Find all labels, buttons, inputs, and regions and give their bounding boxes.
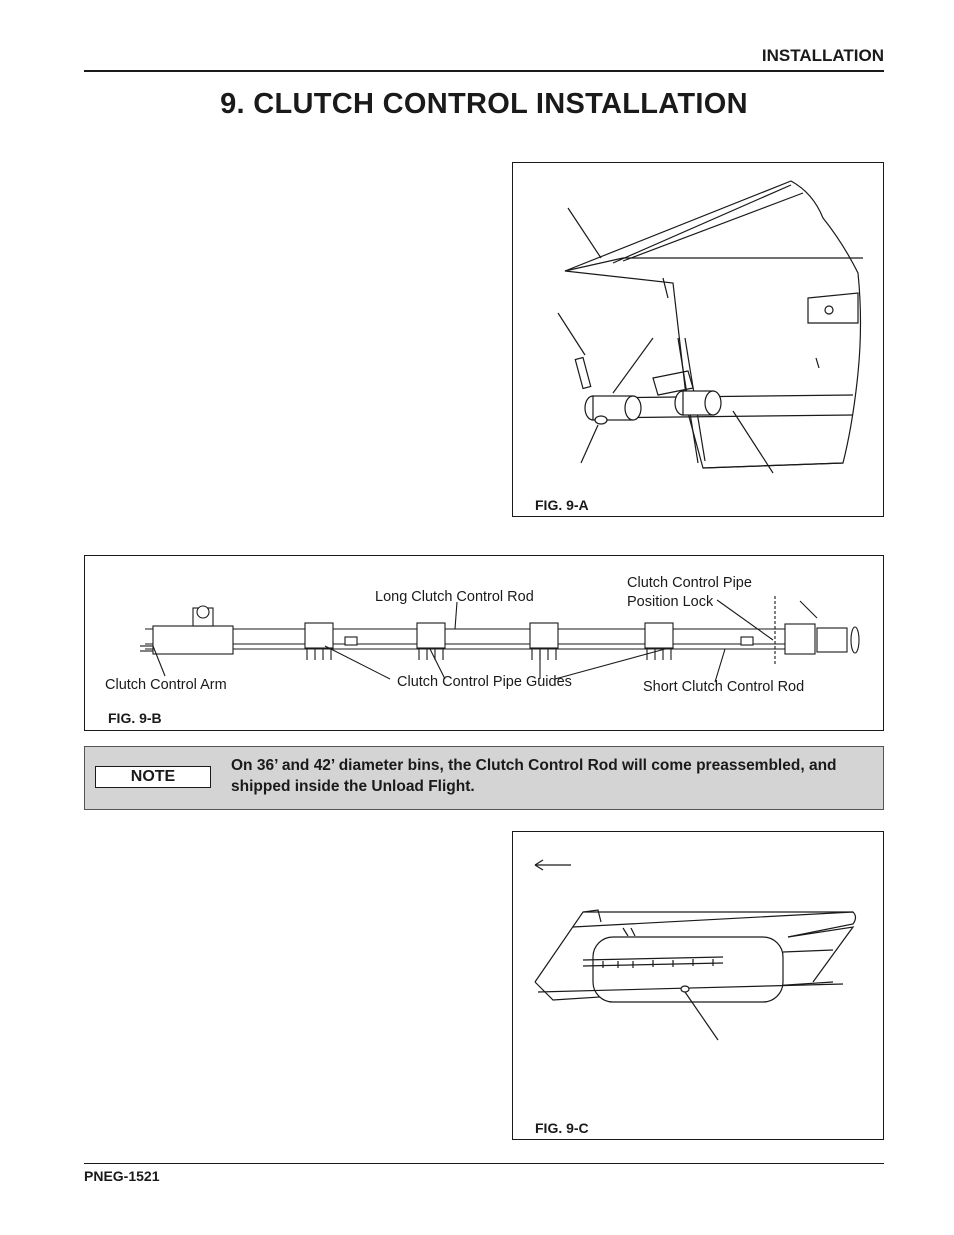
figure-9b-illustration [140, 596, 860, 683]
note-text: On 36’ and 42’ diameter bins, the Clutch… [231, 757, 837, 795]
label-pipe-position-lock-line1: Clutch Control Pipe [627, 575, 752, 591]
figure-9a: FIG. 9-A [512, 162, 884, 517]
figure-9b: Long Clutch Control Rod Clutch Control P… [84, 555, 884, 731]
figure-9a-caption: FIG. 9-A [535, 497, 589, 513]
label-long-clutch-control-rod: Long Clutch Control Rod [375, 589, 534, 605]
note-box: NOTE On 36’ and 42’ diameter bins, the C… [84, 746, 884, 810]
figure-9c-illustration [534, 859, 857, 1041]
note-badge: NOTE [95, 766, 211, 788]
page-title: 9. CLUTCH CONTROL INSTALLATION [220, 88, 748, 120]
section-label: INSTALLATION [761, 46, 884, 65]
figure-9c-caption: FIG. 9-C [535, 1120, 589, 1136]
footer-rule [84, 1163, 884, 1164]
figure-9b-caption: FIG. 9-B [108, 710, 162, 726]
label-clutch-control-arm: Clutch Control Arm [105, 677, 227, 693]
figure-9c: FIG. 9-C [512, 831, 884, 1140]
label-clutch-control-pipe-guides: Clutch Control Pipe Guides [397, 674, 572, 690]
document-number: PNEG-1521 [84, 1168, 160, 1184]
label-short-clutch-control-rod: Short Clutch Control Rod [643, 679, 805, 695]
label-pipe-position-lock-line2: Position Lock [627, 594, 714, 610]
figure-9a-illustration [557, 180, 863, 474]
header-rule [84, 70, 884, 72]
